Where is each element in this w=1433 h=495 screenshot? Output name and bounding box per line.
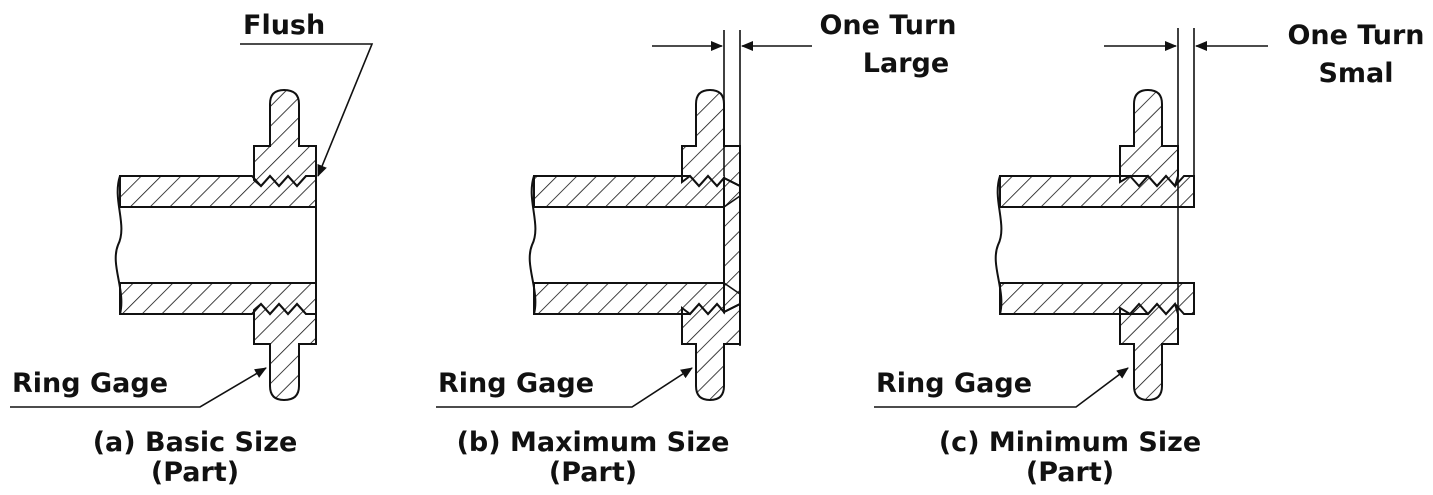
ring-gage-leader bbox=[436, 367, 693, 408]
ring-gage bbox=[681, 88, 741, 402]
caption-subtitle: (Part) bbox=[549, 457, 637, 488]
ring-gage-label: Ring Gage bbox=[12, 368, 168, 399]
caption-subtitle: (Part) bbox=[151, 457, 239, 488]
caption-subtitle: (Part) bbox=[1026, 457, 1114, 488]
ring-gage bbox=[1119, 88, 1179, 402]
ring-gage-label: Ring Gage bbox=[438, 368, 594, 399]
panel-minimum-size: One Turn Smal Ring Gage (c) Minimum Size… bbox=[874, 20, 1425, 488]
panel-basic-size: Flush Ring Gage (a) Basic Size (Part) bbox=[10, 10, 374, 488]
one-turn-small-label-line2: Smal bbox=[1318, 58, 1393, 89]
pipe-part bbox=[114, 174, 317, 316]
one-turn-small-label-line1: One Turn bbox=[1287, 20, 1424, 51]
caption-title: (b) Maximum Size bbox=[457, 427, 730, 458]
pipe-part bbox=[528, 174, 741, 316]
one-turn-large-label-line1: One Turn bbox=[819, 10, 956, 41]
ring-gage-leader bbox=[10, 367, 267, 408]
one-turn-large-label-line2: Large bbox=[863, 48, 949, 79]
ring-gage-label: Ring Gage bbox=[876, 368, 1032, 399]
ring-gage-leader bbox=[874, 367, 1129, 408]
panel-maximum-size: One Turn Large Ring Gage (b) Maximum Siz… bbox=[436, 10, 957, 488]
flush-leader bbox=[240, 43, 374, 177]
ring-gage bbox=[253, 88, 317, 402]
pipe-part bbox=[994, 174, 1195, 316]
flush-label: Flush bbox=[243, 10, 325, 41]
caption-title: (c) Minimum Size bbox=[939, 427, 1201, 458]
caption-title: (a) Basic Size bbox=[93, 427, 298, 458]
